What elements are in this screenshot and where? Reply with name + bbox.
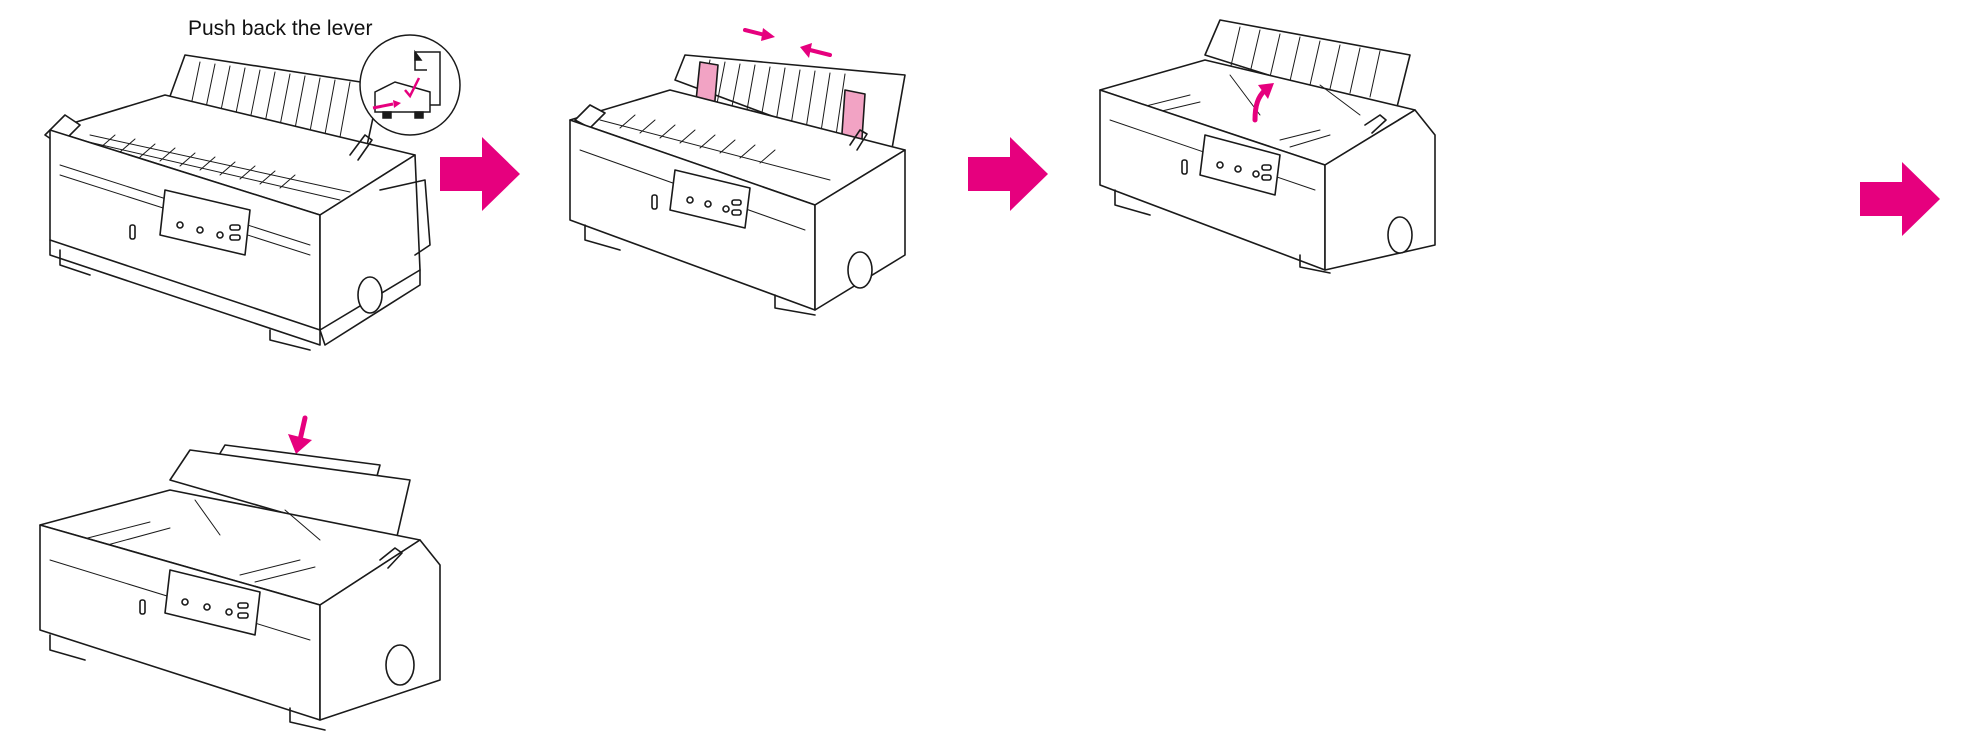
step-3-close-cover [1090, 15, 1450, 280]
guide-arrows [745, 28, 830, 58]
right-arrow-icon [1860, 162, 1940, 236]
lever-callout-icon [355, 30, 465, 140]
printer-illustration [560, 10, 920, 280]
right-arrow-icon [968, 137, 1048, 211]
step-2-paper-guides [560, 10, 920, 280]
step-4-insert-paper [20, 410, 480, 740]
right-arrow-icon [440, 137, 520, 211]
printer-illustration [1090, 15, 1450, 280]
step-1-printer-lever [20, 40, 500, 385]
printer-illustration [20, 410, 480, 740]
push-back-lever-caption: Push back the lever [188, 17, 372, 41]
